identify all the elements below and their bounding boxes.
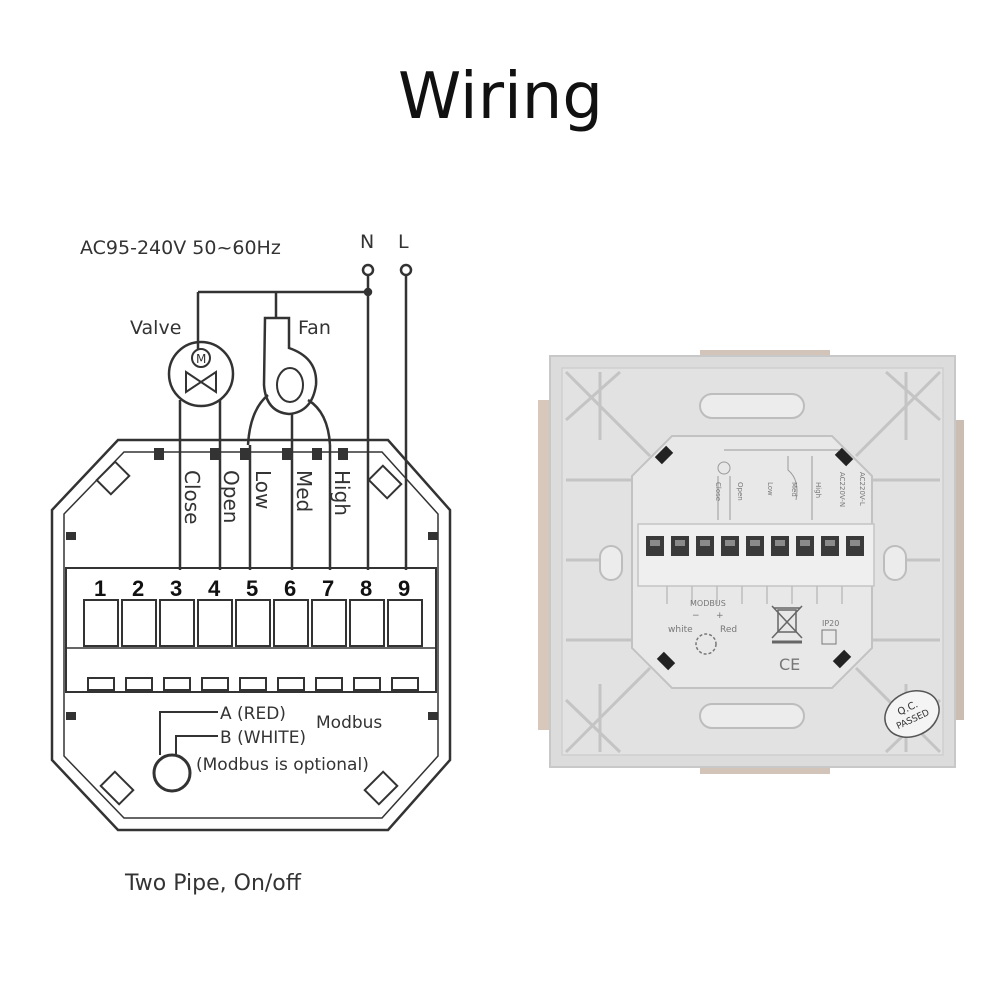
corner-clip-br bbox=[363, 770, 399, 806]
modbus-label: Modbus bbox=[316, 713, 382, 733]
terminal-screws bbox=[83, 599, 423, 647]
modbus-connector-icon bbox=[152, 753, 192, 793]
modbus-a-label: A (RED) bbox=[220, 704, 286, 724]
neutral-label: N bbox=[360, 231, 374, 253]
corner-clip-tr bbox=[367, 464, 403, 500]
power-spec-label: AC95-240V 50~60Hz bbox=[80, 237, 281, 259]
modbus-b-label: B (WHITE) bbox=[220, 728, 306, 748]
top-screw-slot bbox=[699, 393, 805, 419]
modbus-optional-note: (Modbus is optional) bbox=[196, 755, 369, 775]
terminal-bottom-slots bbox=[87, 677, 419, 691]
side-marks bbox=[66, 532, 438, 720]
mini-label: High bbox=[814, 482, 822, 498]
bottom-screw-slot bbox=[699, 703, 805, 729]
mini-label: Close bbox=[714, 482, 722, 501]
diagram-caption: Two Pipe, On/off bbox=[124, 871, 302, 896]
terminal-numbers: 1 2 3 4 5 6 7 8 9 bbox=[94, 576, 410, 601]
wire-label-med: Med bbox=[292, 470, 316, 512]
fan-low-wire bbox=[246, 394, 269, 446]
back-terminal-screw-highlights bbox=[650, 540, 860, 546]
thermostat-back-panel: Close Open Low Med High AC220V-N AC220V-… bbox=[538, 350, 964, 774]
terminal-number: 4 bbox=[208, 576, 221, 601]
ip-rating-box bbox=[821, 629, 837, 645]
back-terminal-dividers bbox=[666, 586, 843, 604]
neutral-terminal-dot bbox=[361, 263, 375, 277]
terminal-number: 3 bbox=[170, 576, 182, 601]
mini-label: AC220V-N bbox=[838, 472, 846, 507]
right-screw-slot bbox=[883, 545, 907, 581]
weee-bin-icon bbox=[771, 605, 803, 644]
wiring-diagram: AC95-240V 50~60Hz N L Valve M Fan bbox=[50, 231, 452, 896]
back-modbus-port-icon bbox=[695, 633, 717, 655]
corner-clip-bl bbox=[99, 770, 135, 806]
wire-label-open: Open bbox=[219, 470, 243, 523]
live-label: L bbox=[398, 231, 409, 253]
wire-label-low: Low bbox=[251, 470, 275, 509]
mini-label: Open bbox=[736, 482, 744, 501]
wire-label-high: High bbox=[330, 470, 354, 516]
valve-motor-icon bbox=[167, 340, 235, 408]
left-screw-slot bbox=[599, 545, 623, 581]
terminal-number: 8 bbox=[360, 576, 372, 601]
top-tabs bbox=[154, 448, 348, 460]
terminal-number: 9 bbox=[398, 576, 410, 601]
valve-bowtie-icon bbox=[185, 370, 217, 394]
back-modbus-label: MODBUS bbox=[690, 599, 726, 608]
corner-clip-tl bbox=[95, 460, 131, 496]
mini-label: AC220V-L bbox=[858, 472, 866, 506]
terminal-block bbox=[65, 567, 437, 693]
mini-label: Low bbox=[766, 482, 774, 496]
module-clips bbox=[654, 445, 854, 671]
modbus-a-wire bbox=[159, 711, 218, 755]
terminal-number: 2 bbox=[132, 576, 144, 601]
live-terminal-dot bbox=[399, 263, 413, 277]
fan-label: Fan bbox=[298, 317, 331, 339]
back-modbus-white: white bbox=[668, 625, 693, 635]
thermostat-inner-outline bbox=[63, 451, 439, 819]
valve-motor-symbol: M bbox=[196, 352, 206, 366]
fan-motor-icon bbox=[262, 316, 318, 416]
mini-labels: Close Open Low Med High AC220V-N AC220V-… bbox=[714, 472, 866, 507]
mini-label: Med bbox=[790, 482, 798, 497]
terminal-number: 5 bbox=[246, 576, 258, 601]
ce-mark: CE bbox=[779, 655, 800, 674]
thermostat-housing bbox=[50, 438, 452, 832]
terminal-number: 6 bbox=[284, 576, 296, 601]
plate-ring-bottom bbox=[700, 764, 830, 774]
valve-motor-circle bbox=[191, 348, 211, 368]
valve-label: Valve bbox=[130, 317, 181, 339]
ip-rating-label: IP20 bbox=[822, 619, 839, 628]
plate-ring-left bbox=[538, 400, 552, 730]
terminal-number: 1 bbox=[94, 576, 106, 601]
wire-label-close: Close bbox=[180, 470, 204, 524]
page-title: Wiring bbox=[398, 60, 603, 134]
junction-dot bbox=[363, 287, 373, 297]
terminal-number: 7 bbox=[322, 576, 334, 601]
fan-rotor-icon bbox=[276, 367, 304, 403]
wire-labels: Close Open Low Med High bbox=[180, 470, 354, 524]
back-modbus-plus: + bbox=[716, 611, 724, 621]
modbus-b-wire bbox=[175, 735, 218, 755]
qc-passed-sticker bbox=[884, 690, 940, 738]
mini-wiring-print bbox=[717, 449, 840, 520]
back-modbus-minus: − bbox=[692, 611, 700, 621]
fan-high-wire bbox=[307, 398, 332, 446]
back-modbus-red: Red bbox=[720, 625, 737, 635]
